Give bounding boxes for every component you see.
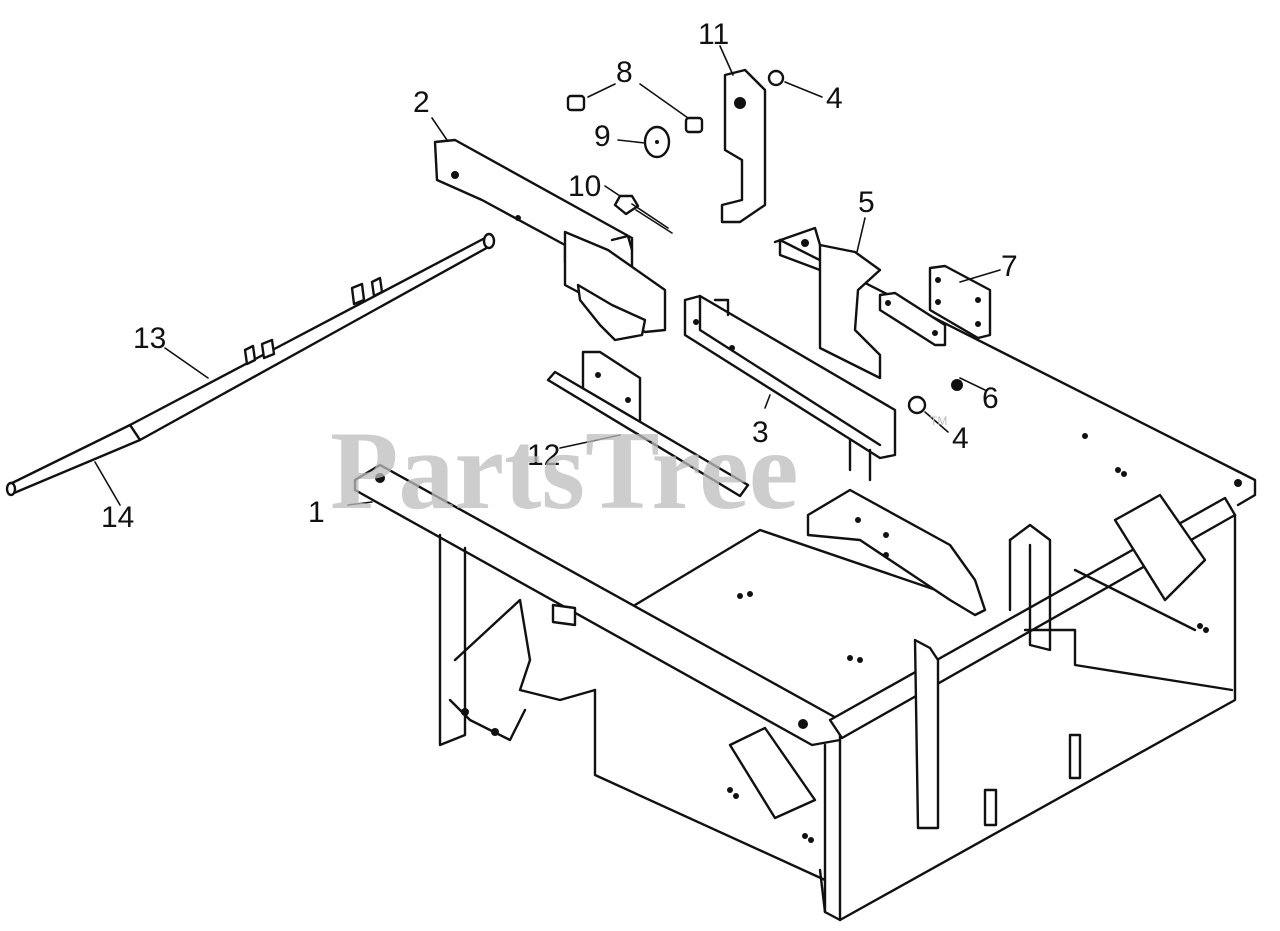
callout-2: 2 — [413, 86, 430, 119]
callout-13: 13 — [133, 322, 166, 355]
leader-lines — [94, 45, 1001, 506]
callout-3: 3 — [752, 416, 769, 449]
watermark-text: PartsTree — [330, 409, 799, 533]
callout-12: 12 — [527, 439, 560, 472]
part-4-nuts — [767, 69, 927, 415]
callout-14: 14 — [101, 501, 134, 534]
callout-8: 8 — [616, 56, 633, 89]
callout-6: 6 — [982, 382, 999, 415]
part-2-bracket — [433, 138, 667, 342]
callout-labels: 1 2 3 4 4 5 6 7 8 9 10 11 12 13 14 — [101, 18, 1018, 534]
part-3-bar — [683, 294, 897, 482]
callout-5: 5 — [858, 186, 875, 219]
callout-7: 7 — [1001, 250, 1018, 283]
callout-4-top: 4 — [826, 82, 843, 115]
part-11-bracket — [720, 68, 767, 224]
callout-4-bottom: 4 — [952, 422, 969, 455]
part-5-plate — [773, 226, 882, 380]
frame-assembly — [353, 238, 1257, 922]
callout-9: 9 — [594, 120, 611, 153]
part-6-plate — [878, 291, 963, 391]
fastener-group — [566, 94, 704, 234]
callout-11: 11 — [698, 18, 729, 51]
callout-10: 10 — [568, 170, 601, 203]
part-7-plate — [928, 264, 992, 340]
part-12-shaft — [546, 350, 750, 498]
callout-1: 1 — [308, 496, 325, 529]
part-13-14-rod — [5, 232, 496, 497]
watermark-tm: TM — [930, 414, 947, 428]
partstree-watermark: PartsTree TM — [330, 409, 947, 533]
